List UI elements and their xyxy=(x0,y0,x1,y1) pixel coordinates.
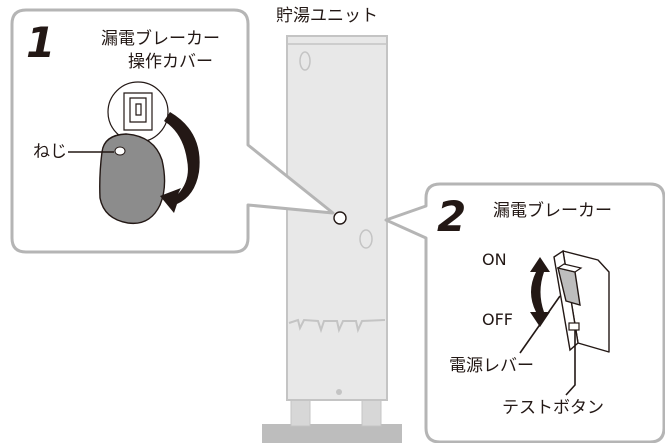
unit-drain xyxy=(336,389,342,395)
lever-label: 電源レバー xyxy=(449,356,534,376)
rotation-arrow xyxy=(160,112,200,213)
step1-title-line1: 漏電ブレーカー xyxy=(101,29,220,49)
breaker-location-marker xyxy=(333,211,347,225)
screw-hole xyxy=(114,146,126,156)
test-button xyxy=(568,322,580,331)
storage-unit xyxy=(262,35,402,443)
breaker-glimpse xyxy=(123,92,153,131)
unit-leg-left xyxy=(290,399,311,427)
callout-step2 xyxy=(384,182,665,443)
operation-cover xyxy=(99,133,166,225)
test-button-leader-line xyxy=(565,330,576,396)
callout-step1 xyxy=(10,8,335,254)
step2-number: 2 xyxy=(437,192,467,241)
cover-detail-circle xyxy=(107,81,169,143)
callout-step2-frame xyxy=(384,182,665,443)
unit-title: 貯湯ユニット xyxy=(276,6,378,26)
on-label: ON xyxy=(482,250,507,269)
step1-title-line2: 操作カバー xyxy=(128,52,213,72)
unit-cover-edge xyxy=(288,318,386,334)
unit-base xyxy=(262,424,402,443)
on-off-arrow xyxy=(530,257,550,327)
test-button-label: テストボタン xyxy=(502,398,604,418)
unit-leg-right xyxy=(361,399,382,427)
unit-top-port xyxy=(299,51,311,71)
step2-title: 漏電ブレーカー xyxy=(493,201,612,221)
lever-leader-line xyxy=(519,295,561,354)
unit-side-port xyxy=(359,229,373,249)
off-label: OFF xyxy=(482,310,513,329)
power-lever-top xyxy=(556,263,583,273)
callout-step1-frame xyxy=(10,8,335,254)
screw-label: ねじ xyxy=(33,142,67,162)
step1-number: 1 xyxy=(26,18,56,67)
